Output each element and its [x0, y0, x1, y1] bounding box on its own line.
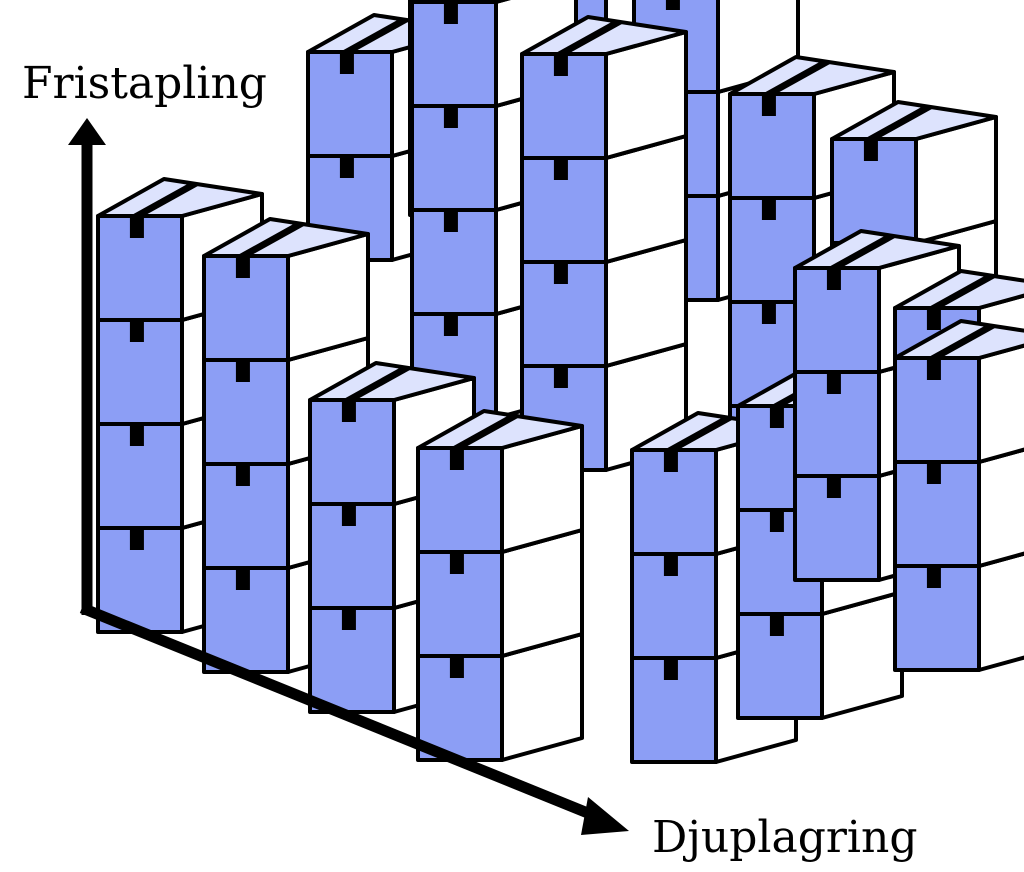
box-tape-tab — [769, 510, 784, 532]
box-tape-tab — [443, 106, 458, 128]
box-tape-tab — [553, 366, 568, 388]
box-tape-tab — [443, 314, 458, 336]
box-tape-tab — [339, 52, 354, 74]
box-tape-tab — [449, 656, 464, 678]
box — [416, 409, 584, 554]
box-tape-tab — [769, 614, 784, 636]
box-top-face — [728, 55, 896, 96]
box-top-face — [793, 229, 961, 270]
box-tape-tab — [129, 216, 144, 238]
box-tape-tab — [129, 320, 144, 342]
box-tape-tab — [663, 450, 678, 472]
box-tape — [863, 106, 938, 139]
box-tape — [449, 415, 524, 448]
vertical-axis-label: Fristapling — [22, 58, 267, 109]
box-tape — [926, 275, 1001, 308]
box-top-face — [830, 100, 998, 141]
box-tape-tab — [449, 448, 464, 470]
box-tape-tab — [129, 528, 144, 550]
box-top-face — [308, 361, 476, 402]
depth-axis-label: Djuplagring — [652, 812, 918, 863]
box-tape-tab — [863, 139, 878, 161]
box-stack-front-1 — [308, 361, 476, 714]
vertical-axis-arrowhead — [68, 118, 106, 145]
box-tape — [235, 223, 310, 256]
box-top-face — [202, 217, 370, 258]
box-side-face — [977, 343, 1024, 464]
box-tape-tab — [341, 400, 356, 422]
box-tape-tab — [553, 262, 568, 284]
box-tape-tab — [339, 156, 354, 178]
box-tape-tab — [665, 0, 680, 10]
box-tape-tab — [761, 198, 776, 220]
box-stack-center-2 — [520, 15, 688, 472]
box-side-face — [977, 447, 1024, 568]
box-tape-tab — [663, 554, 678, 576]
box-tape-tab — [553, 158, 568, 180]
box — [202, 217, 370, 362]
box — [893, 319, 1024, 464]
box-tape-tab — [443, 2, 458, 24]
box-tape-tab — [761, 302, 776, 324]
box-tape-tab — [826, 372, 841, 394]
box — [520, 15, 688, 160]
box-tape-tab — [926, 358, 941, 380]
box-tape-tab — [553, 54, 568, 76]
box-stack-right-3 — [893, 319, 1024, 672]
box-top-face — [520, 15, 688, 56]
box-tape-tab — [443, 210, 458, 232]
box-tape-tab — [826, 476, 841, 498]
box-side-face — [977, 551, 1024, 672]
box-tape-tab — [341, 608, 356, 630]
box-tape-tab — [926, 566, 941, 588]
box-tape-tab — [761, 94, 776, 116]
box-tape — [553, 21, 628, 54]
axes — [68, 118, 629, 835]
box-tape-tab — [235, 464, 250, 486]
box-stacks — [96, 0, 1024, 764]
box-tape — [129, 183, 204, 216]
box-tape — [761, 61, 836, 94]
depth-axis-arrowhead — [581, 797, 629, 835]
box-tape — [339, 19, 414, 52]
box-tape-tab — [926, 308, 941, 330]
box-tape-tab — [129, 424, 144, 446]
box-tape-tab — [235, 360, 250, 382]
depth-axis-line — [79, 602, 608, 826]
box-tape-tab — [449, 552, 464, 574]
box-tape — [826, 235, 901, 268]
box-tape — [663, 417, 738, 450]
box-top-face — [893, 269, 1024, 310]
box — [308, 361, 476, 506]
box-stack-front-2 — [416, 409, 584, 762]
box-tape-tab — [826, 268, 841, 290]
box-tape-tab — [769, 406, 784, 428]
box-tape — [341, 367, 416, 400]
box-top-face — [416, 409, 584, 450]
box-tape-tab — [341, 504, 356, 526]
box-tape-tab — [926, 462, 941, 484]
box-tape-tab — [663, 658, 678, 680]
box — [830, 100, 998, 245]
box-tape — [926, 325, 1001, 358]
box-tape-tab — [235, 256, 250, 278]
box-top-face — [893, 319, 1024, 360]
box-tape-tab — [235, 568, 250, 590]
box-top-face — [96, 177, 264, 218]
box-tape — [443, 0, 462, 2]
